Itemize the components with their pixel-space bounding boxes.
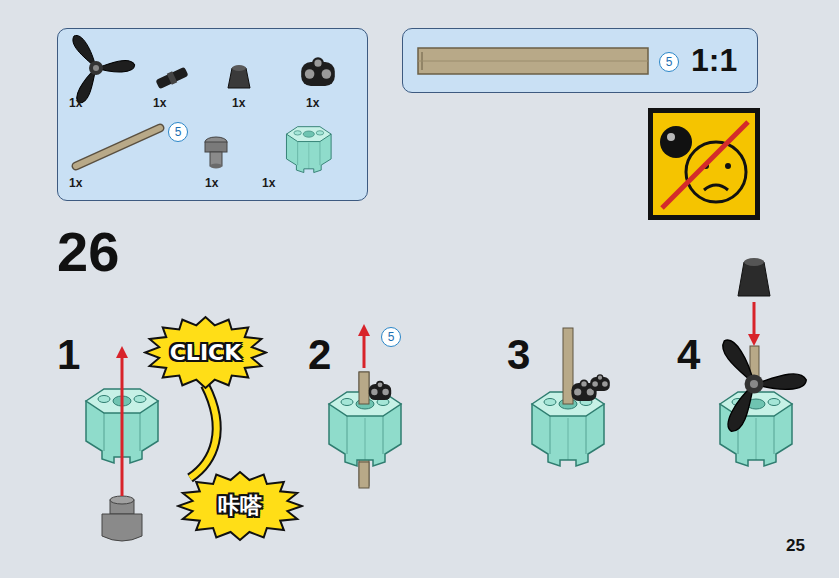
step-4-figure-part	[753, 302, 756, 340]
callout-number: 5	[666, 56, 673, 68]
parts-list-part-part	[155, 67, 188, 90]
substep-number: 3	[507, 334, 530, 376]
part-quantity: 1x	[69, 177, 82, 189]
parts-list-panel: 1x 1x 1x 1x 1x 1x 1x 5	[57, 28, 368, 201]
parts-list-part-part	[232, 65, 246, 71]
parts-list-part-part	[76, 128, 160, 166]
part-quantity: 1x	[153, 97, 166, 109]
length-axle-part	[418, 48, 648, 74]
scale-ratio: 1:1	[691, 44, 737, 76]
substep-number: 4	[677, 334, 700, 376]
callout-number: 5	[175, 126, 182, 138]
part-quantity: 1x	[205, 177, 218, 189]
substep-number: 2	[308, 334, 331, 376]
click-callout-tail-part	[190, 385, 217, 478]
sound-word: 咔嗒	[218, 495, 262, 517]
parts-list-part	[76, 128, 160, 166]
step-1-figure	[86, 352, 158, 541]
parts-list	[68, 35, 335, 172]
parts-list-part	[205, 137, 227, 169]
callout-number: 5	[388, 331, 395, 343]
small-parts-warning-part	[660, 126, 692, 158]
step-2-figure-part	[363, 330, 366, 368]
parts-list-part	[286, 127, 331, 173]
starburst-shape	[145, 317, 266, 388]
sound-word: CLICK	[170, 342, 242, 364]
length-axle-part	[418, 61, 648, 62]
step-3-figure	[532, 328, 610, 466]
step-4-figure-part	[738, 258, 770, 296]
step-2-figure-part	[359, 462, 369, 488]
part-quantity: 1x	[232, 97, 245, 109]
starburst-shape	[178, 472, 302, 540]
page-number: 25	[786, 537, 805, 554]
part-quantity: 1x	[262, 177, 275, 189]
small-parts-warning-part	[653, 113, 755, 215]
small-parts-warning-part	[704, 185, 728, 190]
parts-list-part	[228, 65, 250, 88]
parts-list-part-part	[76, 128, 160, 166]
callout-number-circle: 5	[381, 327, 401, 347]
step-2-figure-part	[369, 382, 391, 400]
step-2-figure	[329, 330, 401, 488]
step-1-figure-part-part	[102, 514, 142, 541]
small-parts-warning-part	[667, 133, 675, 141]
parts-list-part-part	[167, 71, 178, 84]
parts-panel-fill-part	[57, 28, 368, 201]
parts-list-part	[155, 66, 189, 90]
step-3-figure-part	[590, 375, 610, 391]
substep-number: 1	[57, 334, 80, 376]
part-quantity: 1x	[69, 97, 82, 109]
parts-list-part-part	[205, 142, 227, 152]
parts-panel-fill-part	[402, 28, 758, 93]
part-quantity: 1x	[306, 97, 319, 109]
scale-panel: 1:1 5	[402, 28, 758, 93]
step-4-figure-part-part	[738, 262, 770, 296]
click-starburst: CLICK	[143, 315, 268, 390]
small-parts-warning-part	[648, 108, 760, 220]
small-parts-warning	[648, 108, 760, 220]
click-starburst: 咔嗒	[176, 470, 304, 542]
step-2-figure-part	[359, 372, 369, 404]
click-callout-tail	[190, 385, 217, 478]
callout-number-circle: 5	[168, 122, 188, 142]
step-number: 26	[57, 224, 119, 280]
step-4-figure-part-part	[744, 258, 764, 266]
callout-number-circle: 5	[659, 52, 679, 72]
small-parts-warning-part	[725, 163, 731, 169]
click-callout-tail-part	[190, 385, 217, 478]
length-axle	[418, 48, 648, 74]
step-1-figure-part	[102, 496, 142, 541]
step-4-figure-part	[716, 340, 808, 433]
parts-list-part	[301, 58, 335, 86]
step-1-figure-part-part	[110, 496, 134, 504]
step-1-figure-part	[121, 352, 124, 496]
parts-list-part	[68, 35, 136, 104]
step-4-figure	[716, 258, 808, 466]
small-parts-warning-part	[662, 122, 748, 208]
parts-list-part-part	[210, 164, 222, 169]
